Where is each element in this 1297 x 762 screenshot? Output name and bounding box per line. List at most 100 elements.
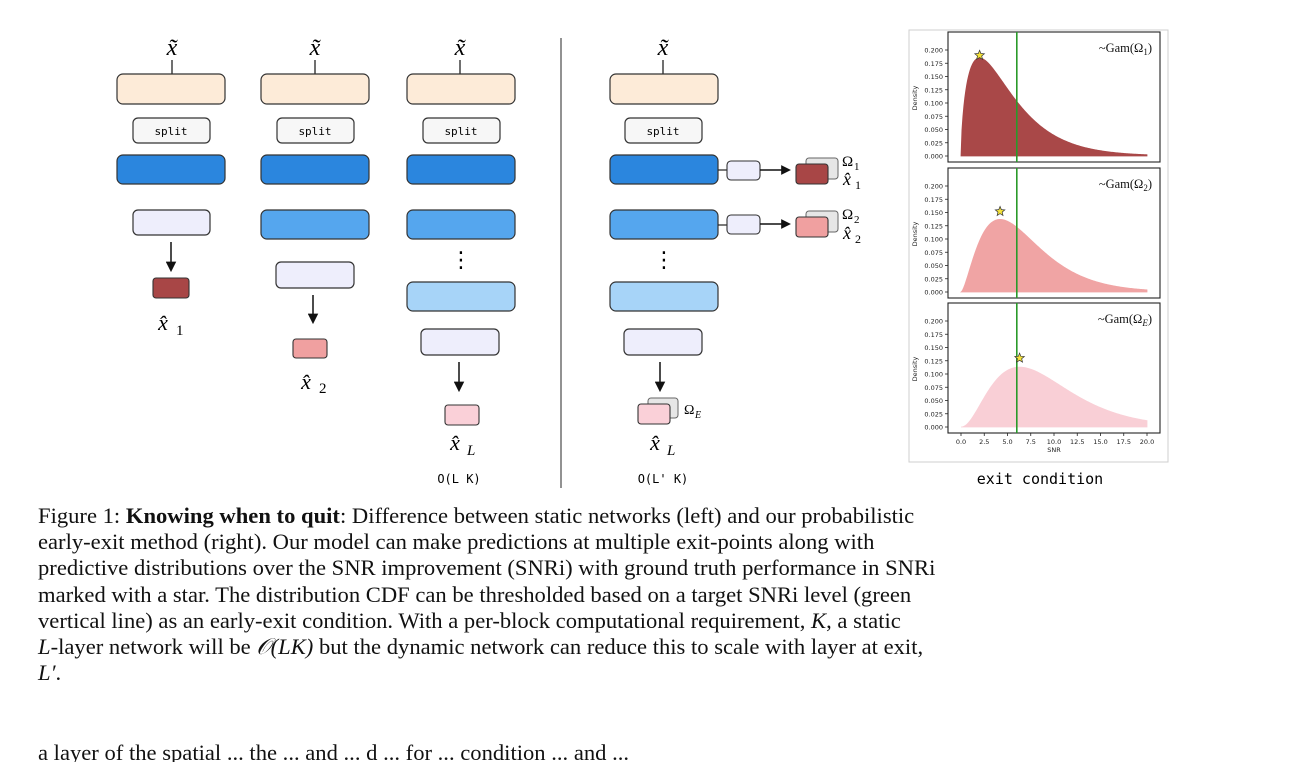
- split-label: split: [298, 125, 331, 138]
- y-tick-label: 0.050: [924, 262, 943, 270]
- network-block: [609, 209, 719, 240]
- ground-truth-star: [1013, 352, 1026, 363]
- y-tick-label: 0.100: [924, 100, 943, 108]
- figure-diagram: x̃ split x̂ 1 x̃ split x̂ 2 x̃ split ⋮: [116, 29, 1169, 488]
- input-symbol: x̃: [454, 35, 467, 61]
- output-estimate-L: [444, 404, 480, 426]
- split-block: [624, 117, 703, 144]
- output-subscript-1: 1: [176, 323, 184, 339]
- gamma-annotation: ~Gam(Ω1): [1099, 41, 1152, 57]
- exit-estimate-2: [795, 216, 829, 238]
- y-tick-label: 0.025: [924, 275, 943, 283]
- y-axis-label: Density: [911, 356, 919, 381]
- exit-head-2: [726, 214, 761, 235]
- exit-output-sub-L: L: [666, 443, 675, 459]
- figure-1: x̃ split x̂ 1 x̃ split x̂ 2 x̃ split ⋮: [116, 29, 1169, 488]
- caption-line5-b: , a static: [826, 607, 901, 633]
- exit-head-1: [726, 160, 761, 181]
- input-block: [406, 73, 516, 105]
- complexity-static: O(L K): [437, 472, 480, 486]
- network-block: [609, 154, 719, 185]
- output-label-L: x̂: [449, 430, 460, 455]
- input-symbol: x̃: [166, 35, 179, 61]
- y-tick-label: 0.150: [924, 73, 943, 81]
- y-tick-label: 0.025: [924, 410, 943, 418]
- x-tick-label: 10.0: [1047, 438, 1061, 446]
- y-tick-label: 0.000: [924, 424, 943, 432]
- network-block: [260, 209, 370, 240]
- exit-output-sub-2: 2: [855, 232, 861, 246]
- split-block: [276, 117, 355, 144]
- output-label-1: x̂: [157, 310, 168, 335]
- exit-output-2: x̂: [842, 223, 851, 243]
- exit-output-L: x̂: [649, 430, 660, 455]
- density-area: [959, 218, 1148, 293]
- y-tick-label: 0.000: [924, 153, 943, 161]
- next-paragraph-text: a layer of the spatial ... the ... and .…: [38, 740, 630, 762]
- omega-subscript-2: 2: [854, 214, 860, 226]
- output-estimate-1: [152, 277, 190, 299]
- output-subscript-2: 2: [319, 381, 327, 397]
- output-estimate-2: [292, 338, 328, 359]
- density-area: [960, 366, 1148, 428]
- y-tick-label: 0.175: [924, 331, 943, 339]
- y-tick-label: 0.050: [924, 126, 943, 134]
- y-tick-label: 0.175: [924, 60, 943, 68]
- caption-line-3: predictive distributions over the SNR im…: [38, 555, 936, 581]
- density-area: [960, 57, 1148, 157]
- math-K: K: [811, 607, 827, 633]
- caption-line-7: L′.: [38, 660, 1260, 686]
- input-symbol: x̃: [309, 35, 322, 61]
- x-tick-label: 20.0: [1140, 438, 1154, 446]
- y-tick-label: 0.150: [924, 344, 943, 352]
- network-block: [406, 281, 516, 312]
- omega-subscript-E: E: [694, 410, 701, 421]
- x-tick-label: 17.5: [1117, 438, 1131, 446]
- split-label: split: [154, 125, 187, 138]
- x-tick-label: 7.5: [1026, 438, 1036, 446]
- caption-line-6: L-layer network will be 𝒪(LK) but the dy…: [38, 634, 1260, 660]
- caption-line-2: early-exit method (right). Our model can…: [38, 529, 875, 555]
- density-plot-2: 0.2000.1750.1500.1250.1000.0750.0500.025…: [911, 167, 1161, 299]
- ellipsis: ⋮: [450, 248, 472, 273]
- y-axis-label: Density: [911, 221, 919, 246]
- exit-condition-label: exit condition: [977, 470, 1103, 488]
- split-block: [422, 117, 501, 144]
- caption-line1-rest: : Difference between static networks (le…: [339, 503, 915, 528]
- caption-line6-a: -layer network will be: [50, 634, 251, 660]
- gamma-annotation: ~Gam(Ω2): [1099, 177, 1152, 193]
- caption-line-4: marked with a star. The distribution CDF…: [38, 581, 912, 607]
- input-block: [609, 73, 719, 105]
- x-tick-label: 0.0: [956, 438, 966, 446]
- y-tick-label: 0.075: [924, 384, 943, 392]
- y-tick-label: 0.075: [924, 113, 943, 121]
- complexity-dynamic: O(L' K): [638, 472, 689, 486]
- split-block: [132, 117, 211, 144]
- y-tick-label: 0.075: [924, 249, 943, 257]
- x-axis-label: SNR: [1047, 446, 1061, 454]
- density-plot-1: 0.2000.1750.1500.1250.1000.0750.0500.025…: [911, 31, 1161, 163]
- network-block: [406, 154, 516, 185]
- y-tick-label: 0.200: [924, 318, 943, 326]
- y-tick-label: 0.050: [924, 397, 943, 405]
- math-Lprime: L′: [38, 660, 56, 686]
- head-block: [275, 261, 355, 289]
- y-tick-label: 0.200: [924, 183, 943, 191]
- x-tick-label: 12.5: [1070, 438, 1084, 446]
- caption-line-1: Figure 1: Knowing when to quit: Differen…: [38, 503, 1260, 529]
- y-tick-label: 0.025: [924, 139, 943, 147]
- omega-subscript-1: 1: [854, 161, 860, 173]
- ellipsis: ⋮: [653, 248, 675, 273]
- head-block: [132, 209, 211, 236]
- y-tick-label: 0.175: [924, 196, 943, 204]
- input-block: [260, 73, 370, 105]
- y-tick-label: 0.100: [924, 371, 943, 379]
- network-block: [260, 154, 370, 185]
- y-tick-label: 0.100: [924, 236, 943, 244]
- input-symbol: x̃: [657, 35, 670, 61]
- exit-output-1: x̂: [842, 169, 851, 189]
- x-tick-label: 2.5: [979, 438, 989, 446]
- omega-label-2: Ω: [842, 207, 853, 223]
- network-block: [116, 154, 226, 185]
- static-column-2: x̃ split x̂ 2: [260, 35, 370, 397]
